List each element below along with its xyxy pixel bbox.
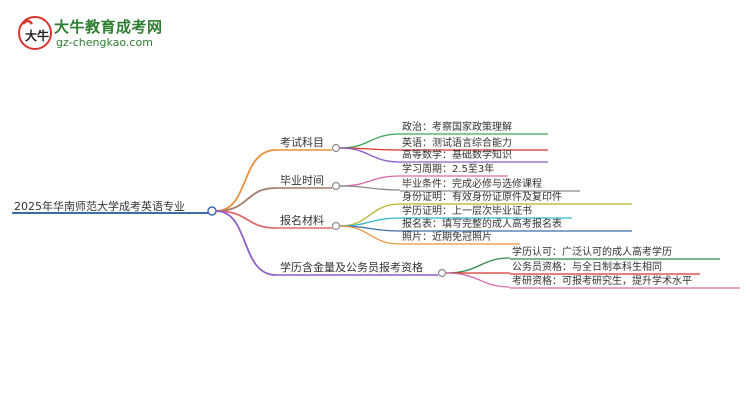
branch-graduation-time: 毕业时间 学习周期：2.5至3年 毕业条件：完成必修与选修课程: [276, 162, 580, 192]
edge-exam-politics: [339, 133, 401, 149]
leaf-politics: 政治：考察国家政策理解: [402, 120, 512, 133]
root-label: 2025年华南师范大学成考英语专业: [14, 199, 185, 213]
branch-registration-materials: 报名材料 身份证明：有效身份证原件及复印件 学历证明：上一层次毕业证书 报名表：…: [276, 190, 632, 245]
edge-exam-math: [339, 147, 401, 163]
site-url: gz-chengkao.com: [56, 36, 153, 49]
leaf-id-proof: 身份证明：有效身份证原件及复印件: [402, 190, 562, 203]
branch-connector-icon: [331, 221, 341, 231]
bull-logo-icon: 大牛: [18, 16, 52, 50]
leaf-form: 报名表：填写完整的成人高考报名表: [402, 217, 562, 230]
leaf-graduate-condition: 毕业条件：完成必修与选修课程: [402, 177, 542, 190]
branch-exam-subjects: 考试科目 政治：考察国家政策理解 英语：测试语言综合能力 高等数学：基础数学知识: [276, 120, 548, 163]
edge-val-grad: [445, 272, 511, 288]
edge-root-value: [215, 210, 277, 276]
branch-connector-icon: [437, 268, 447, 278]
edge-time-study: [339, 175, 401, 187]
branch-label: 毕业时间: [280, 174, 324, 187]
branch-connector-icon: [331, 181, 341, 191]
leaf-photo: 照片：近期免冠照片: [402, 230, 492, 243]
root-connector-icon: [207, 206, 217, 216]
edge-time-graduate: [339, 185, 401, 191]
site-logo: 大牛 大牛教育成考网 gz-chengkao.com: [16, 14, 166, 54]
leaf-study-period: 学习周期：2.5至3年: [402, 162, 494, 175]
leaf-degree-recognition: 学历认可：广泛认可的成人高考学历: [512, 245, 672, 258]
leaf-edu-proof: 学历证明：上一层次毕业证书: [402, 204, 532, 217]
site-title: 大牛教育成考网: [54, 18, 163, 36]
branch-label: 考试科目: [280, 135, 324, 149]
leaf-math: 高等数学：基础数学知识: [402, 148, 512, 161]
leaf-grad-exam: 考研资格：可报考研究生，提升学术水平: [512, 274, 692, 287]
edge-mat-id: [339, 203, 401, 227]
edge-root-material: [215, 210, 277, 229]
edge-val-edu: [445, 257, 511, 274]
edge-root-time: [215, 187, 277, 212]
branch-label: 报名材料: [280, 213, 324, 227]
branch-label: 学历含金量及公务员报考资格: [280, 260, 423, 274]
leaf-civil-service: 公务员资格：与全日制本科生相同: [512, 260, 662, 273]
root-node: 2025年华南师范大学成考英语专业: [12, 199, 217, 216]
logo-mark-text: 大牛: [25, 28, 49, 43]
branch-connector-icon: [331, 143, 341, 153]
leaf-english: 英语：测试语言综合能力: [402, 136, 512, 149]
edge-root-exam: [215, 149, 277, 212]
branch-degree-value: 学历含金量及公务员报考资格 学历认可：广泛认可的成人高考学历 公务员资格：与全日…: [276, 245, 740, 289]
edge-mat-photo: [339, 225, 401, 245]
